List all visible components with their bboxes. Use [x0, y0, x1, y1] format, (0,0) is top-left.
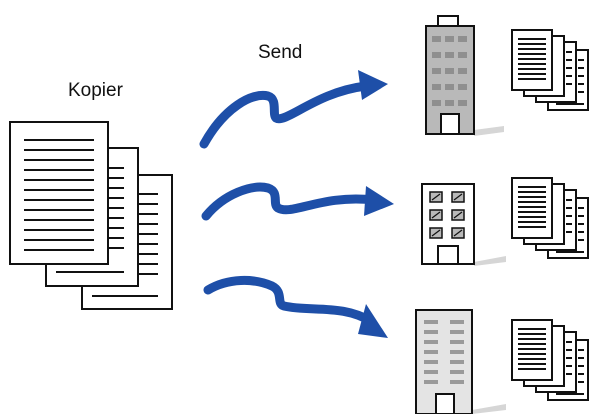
- kopier-label: Kopier: [68, 80, 123, 101]
- send-arrow-icon: [203, 275, 388, 338]
- send-label: Send: [258, 42, 303, 63]
- document-stack-icon: [9, 121, 173, 310]
- received-document-stack-icon: [511, 177, 589, 259]
- send-arrow-icon: [201, 182, 394, 221]
- received-document-stack-icon: [511, 319, 589, 401]
- received-document-stack-icon: [511, 29, 589, 111]
- office-building-icon: [415, 309, 506, 415]
- send-arrow-icon: [199, 70, 388, 149]
- small-office-building-icon: [421, 183, 506, 266]
- tall-office-building-icon: [425, 15, 504, 136]
